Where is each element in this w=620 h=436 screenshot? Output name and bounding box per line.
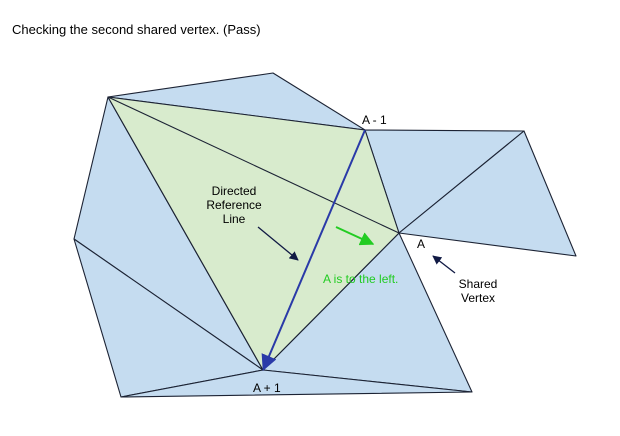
diagram-title: Checking the second shared vertex. (Pass… bbox=[12, 22, 261, 37]
shared-vertex-pointer bbox=[432, 255, 456, 274]
directed-line-label-1: Directed bbox=[212, 184, 257, 198]
shared-vertex-label-1: Shared bbox=[459, 277, 498, 291]
directed-reference-line bbox=[261, 129, 366, 371]
mesh-triangle bbox=[398, 130, 577, 257]
directed-line-pointer bbox=[257, 226, 299, 261]
left-side-note: A is to the left. bbox=[323, 272, 398, 286]
directed-line-label-3: Line bbox=[223, 212, 246, 226]
vertex-a-label: A bbox=[417, 237, 425, 251]
shared-vertex-label-2: Vertex bbox=[461, 291, 495, 305]
vertex-a-plus-1-label: A + 1 bbox=[253, 381, 281, 395]
mesh-triangles bbox=[73, 72, 577, 398]
directed-line-label-2: Reference bbox=[206, 198, 262, 212]
vertex-a-minus-1-label: A - 1 bbox=[362, 113, 387, 127]
edge-line bbox=[107, 96, 400, 234]
mesh-triangle bbox=[120, 369, 473, 398]
left-of-line-arrow bbox=[335, 226, 375, 246]
